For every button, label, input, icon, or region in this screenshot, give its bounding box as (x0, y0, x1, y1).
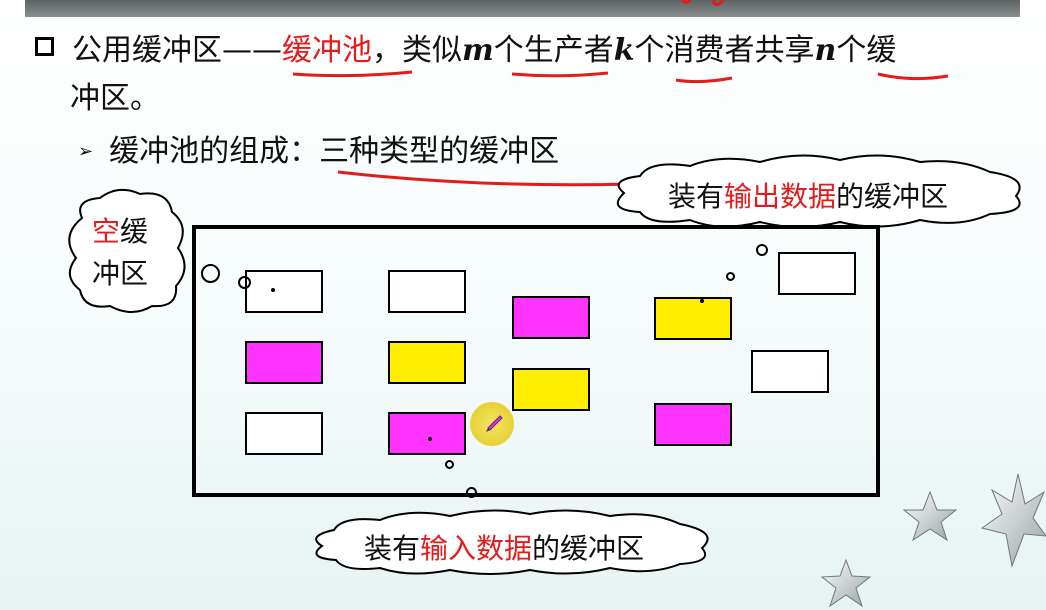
text-producers: 个生产者 (493, 33, 614, 68)
cloud-output-label: 装有输出数据的缓冲区 (668, 175, 948, 215)
cloud-output-post: 的缓冲区 (836, 180, 949, 213)
output-buffer (388, 412, 466, 455)
cloud-empty-rest: 缓 (120, 215, 149, 248)
output-buffer (245, 341, 323, 384)
empty-buffer (388, 270, 466, 313)
empty-buffer (245, 270, 323, 313)
cloud-input-red: 输入数据 (420, 532, 533, 565)
slide-top-bar (25, 0, 1020, 17)
underline-three-types (337, 170, 633, 187)
bullet-line-1-continued: 冲区。 (70, 81, 160, 116)
small-circle (756, 244, 768, 256)
cloud-output-red: 输出数据 (724, 180, 837, 213)
small-dot (700, 299, 704, 303)
small-circle (201, 264, 220, 283)
empty-buffer (778, 252, 856, 295)
text-buffers-part: 个缓 (836, 33, 897, 68)
cloud-output-pre: 装有 (668, 180, 725, 213)
underline-buffer-pool (292, 70, 413, 78)
star-icon (820, 558, 872, 608)
text-buffer-pool: 缓冲池 (282, 33, 372, 68)
var-n: n (814, 33, 837, 68)
text-similar: ，类似 (372, 33, 462, 68)
cloud-empty-red: 空 (92, 215, 121, 248)
arrow-bullet-icon: ➢ (78, 141, 94, 162)
empty-buffer (751, 350, 829, 393)
red-handwriting-mark (681, 0, 724, 6)
cloud-empty-label: 空缓 冲区 (92, 211, 148, 295)
var-m: m (462, 33, 494, 68)
cloud-input-pre: 装有 (364, 532, 421, 565)
empty-buffer (245, 412, 323, 455)
underline-k (675, 76, 733, 84)
star-icon (902, 490, 958, 542)
small-circle (466, 487, 477, 498)
small-circle (238, 276, 251, 289)
star-icon (980, 473, 1046, 568)
input-buffer (388, 341, 466, 384)
text-three-types: 三种类型的缓冲区 (319, 134, 560, 169)
input-buffer (654, 297, 732, 340)
output-buffer (654, 403, 732, 446)
small-circle (445, 460, 454, 469)
cloud-input-label: 装有输入数据的缓冲区 (364, 527, 644, 567)
sub-bullet-line: ➢ 缓冲池的组成：三种类型的缓冲区 (78, 131, 559, 173)
output-buffer (512, 296, 590, 339)
small-dot (428, 437, 432, 441)
small-circle (726, 272, 735, 281)
underline-n (877, 72, 949, 81)
cloud-empty-line2: 冲区 (92, 257, 149, 290)
text-consumers-share: 个消费者共享 (634, 33, 815, 68)
text-shared-buffer: 公用缓冲区—— (72, 33, 282, 68)
input-buffer (512, 368, 590, 411)
text-pool-composition: 缓冲池的组成： (109, 134, 320, 169)
buffer-pool-box (192, 225, 880, 497)
var-k: k (613, 33, 635, 68)
square-bullet-icon (35, 37, 54, 56)
underline-m-producer (511, 71, 609, 78)
small-dot (271, 288, 275, 292)
bullet-line-1: 公用缓冲区——缓冲池，类似m个生产者k个消费者共享n个缓 (35, 30, 896, 72)
cloud-input-post: 的缓冲区 (532, 532, 645, 565)
